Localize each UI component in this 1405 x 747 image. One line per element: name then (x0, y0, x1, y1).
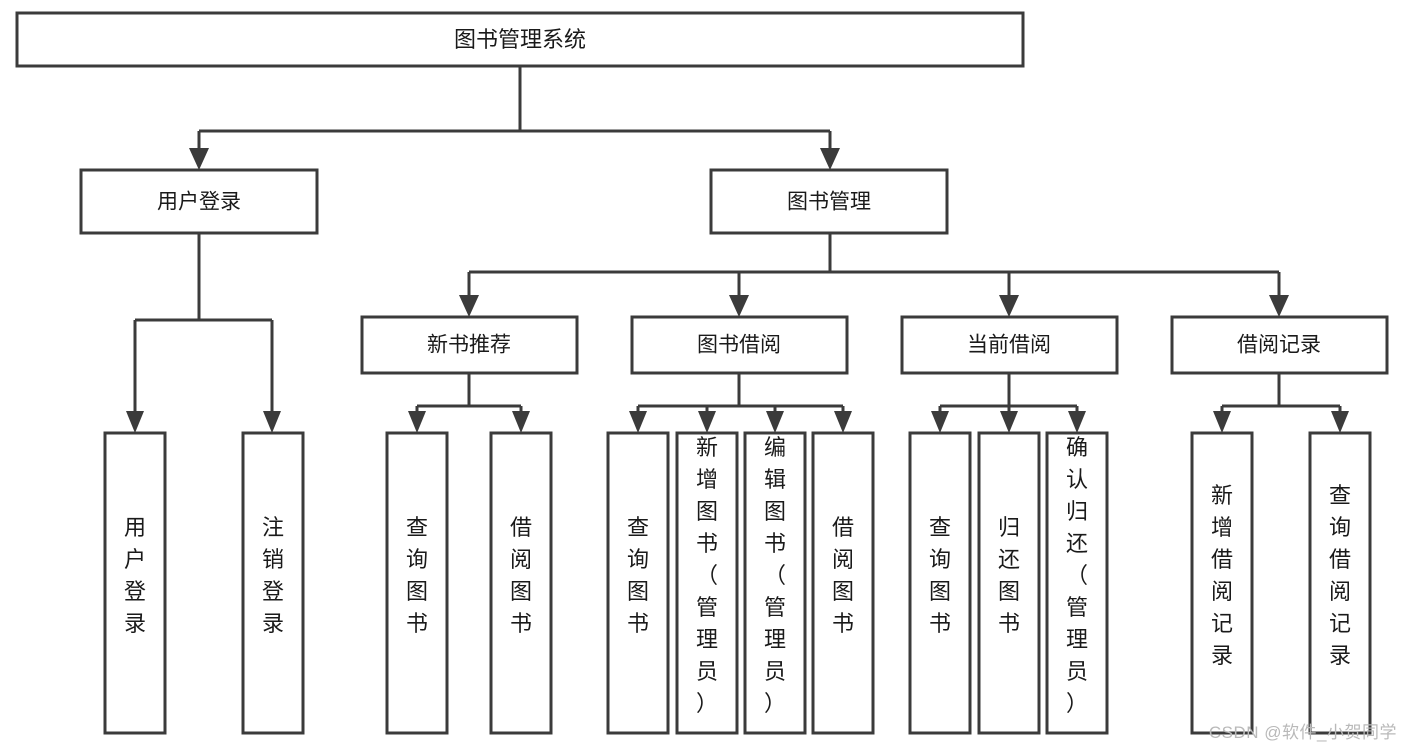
node-book-management-box[interactable] (709, 168, 949, 235)
node-current-borrow[interactable]: 当前借阅 (900, 315, 1119, 375)
node-user-login[interactable]: 用户登录 (79, 168, 319, 235)
node-current-borrow-box[interactable] (900, 315, 1119, 375)
leaf-nodes-layer: 用户登录 注销登录 查询图书 借阅图书 查询图书 新增图书（管理员） 编辑图书（管理员） 借阅… (103, 431, 1372, 735)
arrow-head-leaf-13 (1331, 411, 1349, 433)
leaf-node-label: 借阅图书 (510, 515, 532, 636)
node-book-borrow-label: 图书借阅 (697, 334, 781, 357)
watermark: CSDN @软件_小贺同学 (1208, 723, 1397, 742)
arrow-head-new-book (459, 295, 479, 317)
leaf-node-label: 查询借阅记录 (1329, 483, 1351, 668)
node-book-management[interactable]: 图书管理 (709, 168, 949, 235)
leaf-node[interactable]: 查询图书 (385, 431, 449, 735)
leaf-node-label: 新增借阅记录 (1211, 483, 1233, 668)
node-borrow-record-label: 借阅记录 (1237, 334, 1321, 357)
arrow-head-record (1269, 295, 1289, 317)
arrow-head-leaf-6 (698, 411, 716, 433)
arrow-head-leaf-8 (834, 411, 852, 433)
node-new-book-recommend[interactable]: 新书推荐 (360, 315, 579, 375)
leaf-node-label: 新增图书（管理员） (696, 435, 718, 716)
leaf-node-box[interactable] (811, 431, 875, 735)
leaf-node[interactable]: 查询图书 (606, 431, 670, 735)
arrow-head-book-manage (820, 148, 840, 170)
leaf-node-box[interactable] (977, 431, 1041, 735)
node-user-login-label: 用户登录 (157, 191, 241, 214)
leaf-node-box[interactable] (241, 431, 305, 735)
leaf-node-box[interactable] (103, 431, 167, 735)
arrow-head-leaf-2 (263, 411, 281, 433)
leaf-node-box[interactable] (606, 431, 670, 735)
leaf-node[interactable]: 归还图书 (977, 431, 1041, 735)
leaf-node[interactable]: 新增借阅记录 (1190, 431, 1254, 735)
arrow-head-leaf-3 (408, 411, 426, 433)
leaf-node-box[interactable] (1190, 431, 1254, 735)
node-borrow-record[interactable]: 借阅记录 (1170, 315, 1389, 375)
arrow-head-leaf-10 (1000, 411, 1018, 433)
arrow-head-leaf-4 (512, 411, 530, 433)
leaf-node-label: 编辑图书（管理员） (764, 435, 786, 716)
arrow-head-leaf-5 (629, 411, 647, 433)
leaf-node[interactable]: 用户登录 (103, 431, 167, 735)
leaf-node[interactable]: 编辑图书（管理员） (743, 431, 807, 735)
node-new-book-recommend-label: 新书推荐 (427, 334, 511, 357)
node-borrow-record-box[interactable] (1170, 315, 1389, 375)
node-new-book-recommend-box[interactable] (360, 315, 579, 375)
node-user-login-box[interactable] (79, 168, 319, 235)
node-root-label: 图书管理系统 (454, 27, 586, 52)
leaf-node-label: 查询图书 (929, 515, 951, 636)
arrow-head-leaf-1 (126, 411, 144, 433)
leaf-node-label: 查询图书 (627, 515, 649, 636)
leaf-node[interactable]: 查询图书 (908, 431, 972, 735)
arrow-head-current (999, 295, 1019, 317)
leaf-node-label: 用户登录 (124, 515, 146, 636)
leaf-node[interactable]: 新增图书（管理员） (675, 431, 739, 735)
leaf-node-box[interactable] (743, 431, 807, 735)
arrow-head-leaf-11 (1068, 411, 1086, 433)
leaf-node[interactable]: 确认归还（管理员） (1045, 431, 1109, 735)
node-book-management-label: 图书管理 (787, 191, 871, 214)
leaf-node-box[interactable] (675, 431, 739, 735)
arrow-head-leaf-7 (766, 411, 784, 433)
leaf-node[interactable]: 借阅图书 (811, 431, 875, 735)
node-root[interactable]: 图书管理系统 (15, 11, 1025, 68)
node-current-borrow-label: 当前借阅 (967, 334, 1051, 357)
leaf-node[interactable]: 注销登录 (241, 431, 305, 735)
arrow-head-borrow (729, 295, 749, 317)
leaf-node-label: 查询图书 (406, 515, 428, 636)
connectors-layer (126, 66, 1349, 433)
arrow-head-leaf-12 (1213, 411, 1231, 433)
leaf-node-label: 归还图书 (998, 515, 1020, 636)
leaf-node-box[interactable] (489, 431, 553, 735)
leaf-node[interactable]: 查询借阅记录 (1308, 431, 1372, 735)
arrow-head-user-login (189, 148, 209, 170)
node-book-borrow[interactable]: 图书借阅 (630, 315, 849, 375)
leaf-node[interactable]: 借阅图书 (489, 431, 553, 735)
leaf-node-label: 确认归还（管理员） (1066, 435, 1088, 716)
leaf-node-box[interactable] (1308, 431, 1372, 735)
leaf-node-label: 注销登录 (262, 515, 284, 636)
leaf-node-label: 借阅图书 (832, 515, 854, 636)
leaf-node-box[interactable] (908, 431, 972, 735)
node-root-box[interactable] (15, 11, 1025, 68)
leaf-node-box[interactable] (1045, 431, 1109, 735)
arrow-head-leaf-9 (931, 411, 949, 433)
node-book-borrow-box[interactable] (630, 315, 849, 375)
leaf-node-box[interactable] (385, 431, 449, 735)
